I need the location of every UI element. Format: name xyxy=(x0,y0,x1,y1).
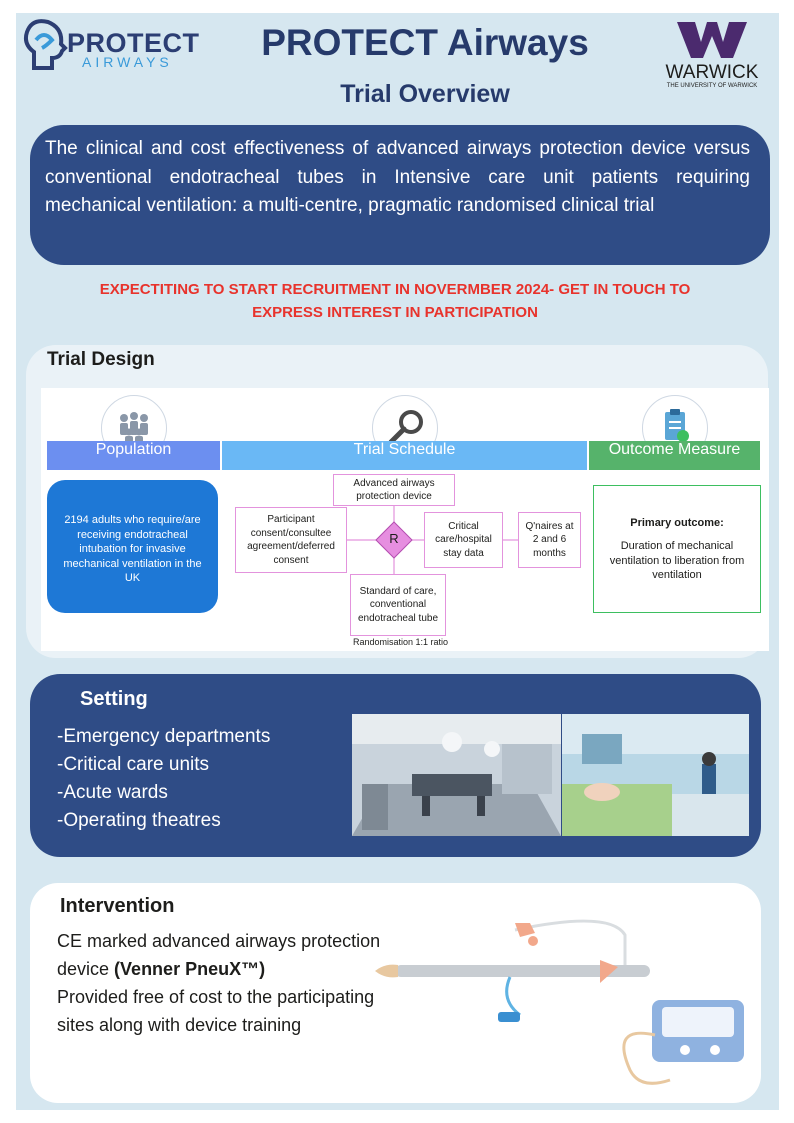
warwick-subtitle: THE UNIVERSITY OF WARWICK xyxy=(666,83,758,89)
venner-pneux-device-image xyxy=(370,905,770,1095)
setting-item: -Emergency departments xyxy=(57,726,271,747)
trial-summary-box: The clinical and cost effectiveness of a… xyxy=(30,125,770,265)
device-name: (Venner PneuX™) xyxy=(114,959,266,979)
intervention-line-c: Provided free of cost to the participati… xyxy=(57,987,375,1035)
randomisation-diamond xyxy=(375,521,413,559)
randomisation-label: R xyxy=(389,531,399,546)
alert-line-2: EXPRESS INTEREST IN PARTICIPATION xyxy=(252,304,538,321)
warwick-w-icon xyxy=(677,22,747,58)
warwick-name: WARWICK xyxy=(665,62,759,83)
warwick-logo: WARWICK THE UNIVERSITY OF WARWICK xyxy=(660,22,764,92)
outcome-header: Outcome Measure xyxy=(589,441,760,470)
alert-line-1: EXPECTITING TO START RECRUITMENT IN NOVE… xyxy=(99,281,691,298)
setting-item: -Acute wards xyxy=(57,782,168,803)
schedule-header: Trial Schedule xyxy=(222,441,587,470)
trial-summary-text: The clinical and cost effectiveness of a… xyxy=(45,138,750,216)
page-subtitle: Trial Overview xyxy=(340,80,510,108)
page-title: PROTECT Airways xyxy=(261,22,589,63)
intervention-panel xyxy=(30,883,761,1103)
protect-airways-logo: PROTECT AIRWAYS xyxy=(22,16,212,72)
trial-design-heading: Trial Design xyxy=(47,349,155,370)
logo-text-protect: PROTECT xyxy=(67,28,200,58)
questionnaires-box: Q'naires at 2 and 6 months xyxy=(518,512,581,568)
setting-item: -Operating theatres xyxy=(57,810,221,831)
head-profile-icon xyxy=(23,19,68,70)
standard-care-arm: Standard of care, conventional endotrach… xyxy=(350,574,446,636)
operating-theatre-photo xyxy=(352,714,561,836)
setting-item: -Critical care units xyxy=(57,754,210,775)
population-text: 2194 adults who require/are receiving en… xyxy=(63,514,202,584)
ward-photo xyxy=(562,714,749,836)
intervention-line-a: CE marked advanced airways protection de… xyxy=(57,931,381,979)
intervention-text: CE marked advanced airways protection de… xyxy=(57,927,397,1039)
population-box: 2194 adults who require/are receiving en… xyxy=(47,480,218,613)
intervention-heading: Intervention xyxy=(60,895,175,917)
setting-heading: Setting xyxy=(80,688,148,710)
advanced-device-arm: Advanced airways protection device xyxy=(333,474,455,506)
recruitment-alert: EXPECTITING TO START RECRUITMENT IN NOVE… xyxy=(30,278,760,324)
logo-text-airways: AIRWAYS xyxy=(82,54,173,70)
critical-care-data-box: Critical care/hospital stay data xyxy=(424,512,503,568)
randomisation-ratio: Randomisation 1:1 ratio xyxy=(353,637,449,647)
primary-outcome-text: Duration of mechanical ventilation to li… xyxy=(609,540,745,581)
population-header: Population xyxy=(47,441,220,470)
primary-outcome-title: Primary outcome: xyxy=(630,517,724,529)
primary-outcome-box: Primary outcome: Duration of mechanical … xyxy=(593,485,761,613)
setting-list: -Emergency departments -Critical care un… xyxy=(57,723,270,835)
consent-box: Participant consent/consultee agreement/… xyxy=(235,507,347,573)
